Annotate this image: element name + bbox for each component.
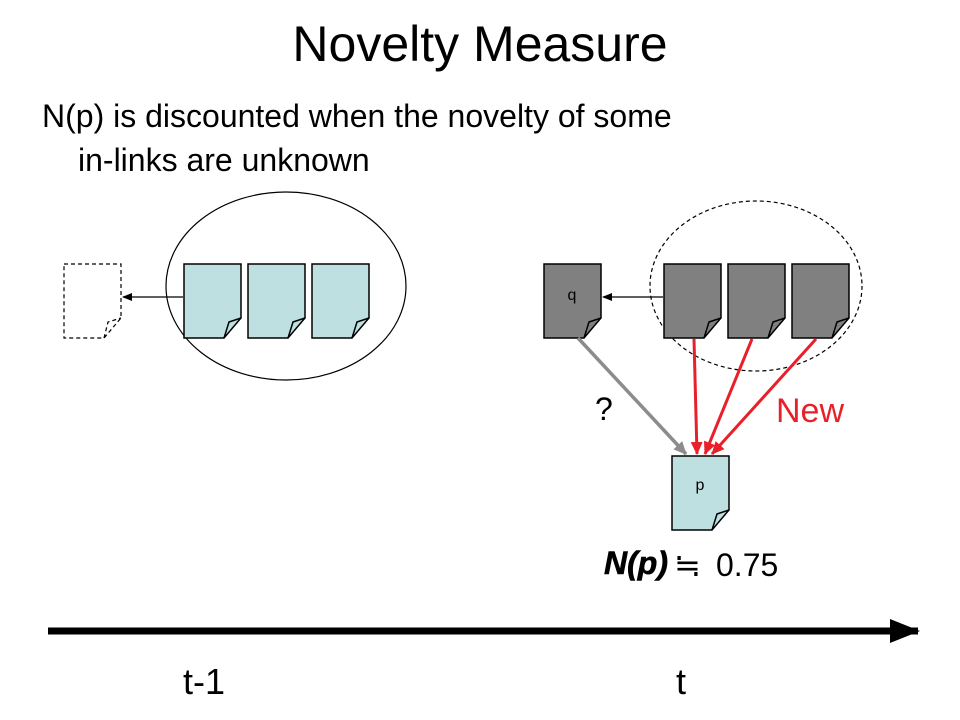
page-p-label: p <box>696 477 705 494</box>
page-fold-now-2 <box>767 317 786 339</box>
question-label: ? <box>595 391 613 427</box>
page-icon-prev-2 <box>247 263 306 339</box>
page-fold-prev-2 <box>287 317 306 339</box>
page-icon-prev-3 <box>311 263 370 339</box>
page-icon-now-1 <box>663 263 722 339</box>
page-fold-prev-3 <box>351 317 370 339</box>
formula-symbol: ≒ <box>674 547 701 583</box>
slide-title: Novelty Measure <box>292 16 668 72</box>
page-icon-now-3 <box>791 263 850 339</box>
new-link-arrow-2 <box>703 338 754 455</box>
page-icon-now-2 <box>727 263 786 339</box>
page-fold-now-1 <box>703 317 722 339</box>
formula-value: 0.75 <box>716 547 778 583</box>
inlink-group-ellipse-prev <box>165 191 407 381</box>
page-fold-q <box>583 317 602 339</box>
page-q-label: q <box>568 287 577 304</box>
page-fold-now-3 <box>831 317 850 339</box>
new-link-arrow-3 <box>710 337 818 456</box>
unknown-page-icon <box>63 263 122 339</box>
new-link-arrow-1 <box>690 338 703 455</box>
page-fold-p <box>711 509 730 531</box>
page-icon-p <box>671 455 730 531</box>
time-label-prev: t-1 <box>183 661 225 702</box>
new-label: New <box>776 392 844 430</box>
inlink-group-ellipse-now <box>649 200 863 372</box>
page-icon-q <box>543 263 602 339</box>
unknown-link-arrow <box>576 336 688 456</box>
bullet-text: N(p) is discounted when the novelty of s… <box>42 94 922 182</box>
page-fold-prev-1 <box>223 317 242 339</box>
bullet-line-2: in-links are unknown <box>78 142 370 178</box>
formula-lhs: N(p) <box>604 545 668 581</box>
time-label-now: t <box>676 661 686 702</box>
bullet-line-1: N(p) is discounted when the novelty of s… <box>42 98 672 134</box>
page-icon-prev-1 <box>183 263 242 339</box>
